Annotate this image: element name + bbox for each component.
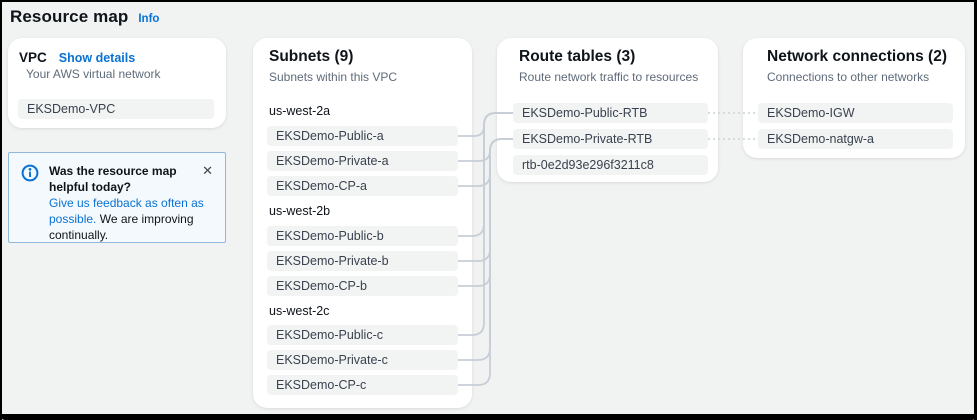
network-card-title: Network connections (2) xyxy=(767,48,947,65)
zone-label-us-west-2b: us-west-2b xyxy=(269,204,331,218)
subnet-item[interactable]: EKSDemo-CP-c xyxy=(267,375,458,395)
route-table-item[interactable]: EKSDemo-Private-RTB xyxy=(513,129,708,149)
page-title: Resource map xyxy=(10,7,129,26)
subnet-item[interactable]: EKSDemo-Private-c xyxy=(267,350,458,370)
network-connection-item[interactable]: EKSDemo-IGW xyxy=(758,103,953,123)
subnet-item[interactable]: EKSDemo-CP-b xyxy=(267,276,458,296)
window-frame-top xyxy=(0,0,977,2)
feedback-text: Was the resource map helpful today? Give… xyxy=(49,163,207,243)
vpc-card-title: VPC xyxy=(19,50,47,65)
feedback-rest: We are improving continually. xyxy=(49,212,194,242)
vpc-item[interactable]: EKSDemo-VPC xyxy=(18,99,214,119)
feedback-banner: Was the resource map helpful today? Give… xyxy=(8,152,226,243)
subnets-card-subtitle: Subnets within this VPC xyxy=(269,70,398,84)
info-link[interactable]: Info xyxy=(138,13,160,25)
page-header: Resource map Info xyxy=(10,7,159,27)
window-frame-left xyxy=(0,0,2,420)
close-icon[interactable]: ✕ xyxy=(202,163,213,178)
feedback-question: Was the resource map helpful today? xyxy=(49,164,177,194)
window-frame-bottom xyxy=(0,414,977,420)
subnet-item[interactable]: EKSDemo-CP-a xyxy=(267,176,458,196)
subnet-item[interactable]: EKSDemo-Public-b xyxy=(267,226,458,246)
subnet-item[interactable]: EKSDemo-Public-c xyxy=(267,325,458,345)
route-table-item[interactable]: EKSDemo-Public-RTB xyxy=(513,103,708,123)
vpc-card: VPC Show details Your AWS virtual networ… xyxy=(8,38,226,128)
subnets-card-title: Subnets (9) xyxy=(269,48,354,65)
subnet-item[interactable]: EKSDemo-Private-a xyxy=(267,151,458,171)
subnet-item[interactable]: EKSDemo-Private-b xyxy=(267,251,458,271)
window-frame-right xyxy=(974,0,977,420)
subnet-item[interactable]: EKSDemo-Public-a xyxy=(267,126,458,146)
network-card-subtitle: Connections to other networks xyxy=(767,70,930,84)
network-connections-card: Network connections (2) Connections to o… xyxy=(743,38,965,158)
vpc-card-subtitle: Your AWS virtual network xyxy=(26,67,161,81)
route-tables-card: Route tables (3) Route network traffic t… xyxy=(497,38,718,182)
zone-label-us-west-2c: us-west-2c xyxy=(269,304,330,318)
zone-label-us-west-2a: us-west-2a xyxy=(269,104,331,118)
info-icon xyxy=(21,164,39,182)
route-tables-card-subtitle: Route network traffic to resources xyxy=(519,70,699,84)
network-connection-item[interactable]: EKSDemo-natgw-a xyxy=(758,129,953,149)
show-details-link[interactable]: Show details xyxy=(58,51,136,65)
route-tables-card-title: Route tables (3) xyxy=(519,48,636,65)
route-table-item[interactable]: rtb-0e2d93e296f3211c8 xyxy=(513,155,708,175)
subnets-card: Subnets (9) Subnets within this VPC us-w… xyxy=(253,38,472,408)
feedback-link[interactable]: Give us feedback as often as possible. xyxy=(49,196,204,226)
